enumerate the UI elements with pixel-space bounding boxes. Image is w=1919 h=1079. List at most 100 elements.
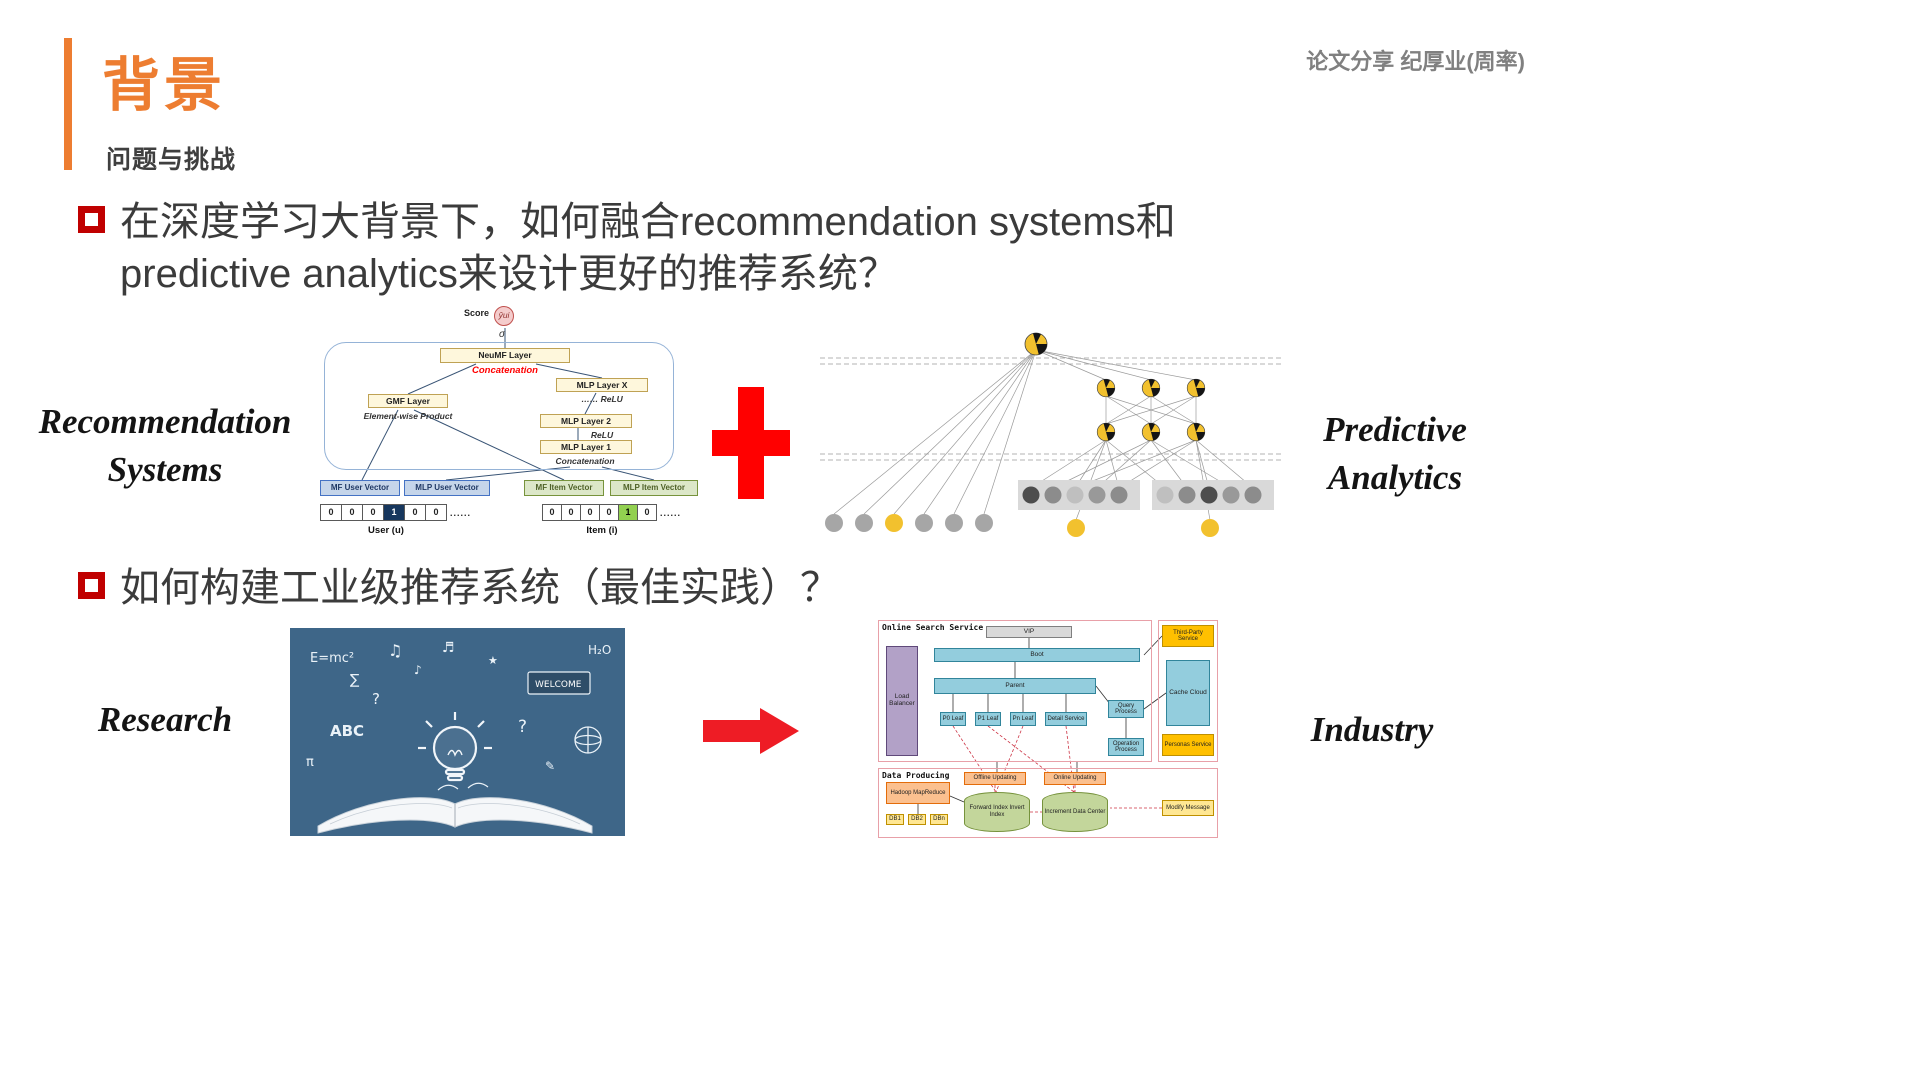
accent-bar [64,38,72,170]
bit-cell: 0 [561,504,581,521]
modify-message-box: Modify Message [1162,800,1214,816]
open-book [317,782,593,834]
mlp-layer-1-box: MLP Layer 1 [540,440,632,454]
question-1-line1: 在深度学习大背景下，如何融合recommendation systems和 [120,200,1176,244]
bit-cell: 0 [637,504,657,521]
bit-cell: 0 [362,504,384,521]
vip-box: VIP [986,626,1072,638]
p0-leaf-box: P0 Leaf [940,712,966,726]
increment-data-center-cylinder: Increment Data Center [1042,792,1108,832]
gmf-layer-box: GMF Layer [368,394,448,408]
svg-text:∑: ∑ [350,672,360,688]
offline-updating-box: Offline Updating [964,772,1026,785]
online-search-title: Online Search Service [882,623,984,632]
third-party-service-box: Third-Party Service [1162,625,1214,647]
svg-text:♫: ♫ [388,641,402,660]
welcome-board: WELCOME [527,671,591,695]
db1-box: DB1 [886,814,904,825]
lightbulb-icon [418,712,492,782]
svg-text:E=mc²: E=mc² [310,651,354,666]
pn-leaf-box: Pn Leaf [1010,712,1036,726]
query-process-box: Query Process [1108,700,1144,718]
svg-text:?: ? [372,690,380,708]
bit-cell-active: 1 [618,504,638,521]
band-nodes [1022,486,1262,504]
bullet-square-icon [78,206,105,233]
pie-neuron-icon [1024,332,1206,442]
concatenation-label-top: Concatenation [472,365,538,376]
illustration-background [290,628,625,836]
mlp-layer-x-box: MLP Layer X [556,378,648,392]
globe-doodle [574,726,602,754]
svg-text:WELCOME: WELCOME [535,680,582,690]
question-2: 如何构建工业级推荐系统（最佳实践）？ [120,566,840,610]
detail-service-box: Detail Service [1045,712,1087,726]
bit-cell: 0 [404,504,426,521]
question-1-line2: predictive analytics来设计更好的推荐系统？ [120,252,898,296]
online-updating-box: Online Updating [1044,772,1106,785]
bit-cell: 0 [425,504,447,521]
mlp-layer-2-box: MLP Layer 2 [540,414,632,428]
neumf-layer-box: NeuMF Layer [440,348,570,363]
industry-label: Industry [1310,710,1434,749]
neumf-architecture-diagram: Score ŷui σ NeuMF Layer Concatenation ML… [318,306,700,550]
elementwise-product-label: Element-wise Product [363,411,453,421]
cache-cloud-box: Cache Cloud [1166,660,1210,726]
db2-box: DB2 [908,814,926,825]
load-balancer-box: Load Balancer [886,646,918,756]
dbn-box: DBn [930,814,948,825]
ellipsis: ...... [660,507,682,518]
relu-label-x: …… ReLU [581,394,623,404]
svg-text:?: ? [518,717,527,737]
mf-user-vector-box: MF User Vector [320,480,400,496]
p1-leaf-box: P1 Leaf [975,712,1001,726]
data-producing-frame [878,768,1218,838]
sigma-label: σ [499,329,506,340]
score-label: Score [464,308,490,318]
bit-cell: 0 [320,504,342,521]
predictive-network-diagram [820,332,1284,537]
research-illustration: E=mc² ♫ ♪ ♬ ∑ ? ABC ? H₂O π ★ ✎ WELCOME [290,628,625,836]
predictive-analytics-label: Predictive Analytics [1323,410,1467,497]
chalk-doodles: E=mc² ♫ ♪ ♬ ∑ ? ABC ? H₂O π ★ ✎ [306,640,611,773]
bit-cell: 0 [542,504,562,521]
svg-text:π: π [306,755,314,770]
forward-index-cylinder: Forward Index Invert Index [964,792,1030,832]
neumf-frame [324,342,674,470]
bit-cell: 0 [580,504,600,521]
ellipsis: ...... [450,507,472,518]
services-frame [1158,620,1218,762]
svg-text:H₂O: H₂O [588,643,611,657]
personas-service-box: Personas Service [1162,734,1214,756]
item-onehot-vector: 0 0 0 0 1 0 ...... [542,504,681,521]
input-nodes [825,514,1219,537]
svg-text:♬: ♬ [442,640,455,656]
hadoop-mapreduce-box: Hadoop MapReduce [886,782,950,804]
page-subtitle: 问题与挑战 [106,146,237,174]
user-caption: User (u) [368,525,404,536]
research-label: Research [97,700,233,739]
recommendation-systems-label: Recommendation Systems [38,402,292,489]
user-onehot-vector: 0 0 0 1 0 0 ...... [320,504,471,521]
mlp-item-vector-box: MLP Item Vector [610,480,698,496]
bit-cell: 0 [599,504,619,521]
svg-text:✎: ✎ [545,759,555,773]
parent-box: Parent [934,678,1096,694]
operation-process-box: Operation Process [1108,738,1144,756]
question-1: 在深度学习大背景下，如何融合recommendation systems和 pr… [120,196,1520,300]
right-arrow-icon [703,708,799,754]
svg-text:★: ★ [488,654,498,667]
bullet-square-icon [78,572,105,599]
mlp-user-vector-box: MLP User Vector [404,480,490,496]
neumf-connections [361,328,655,481]
industry-architecture-diagram: Online Search Service Data Producing VIP… [878,620,1218,838]
concatenation-label-bottom: Concatenation [555,456,615,466]
dashed-gridlines [820,357,1284,461]
svg-text:ABC: ABC [330,722,364,740]
plus-icon [712,430,790,456]
bit-cell-active: 1 [383,504,405,521]
page-title: 背景 [102,53,227,118]
credit-text: 论文分享 纪厚业(周率) [1306,49,1525,74]
data-producing-title: Data Producing [882,771,950,780]
